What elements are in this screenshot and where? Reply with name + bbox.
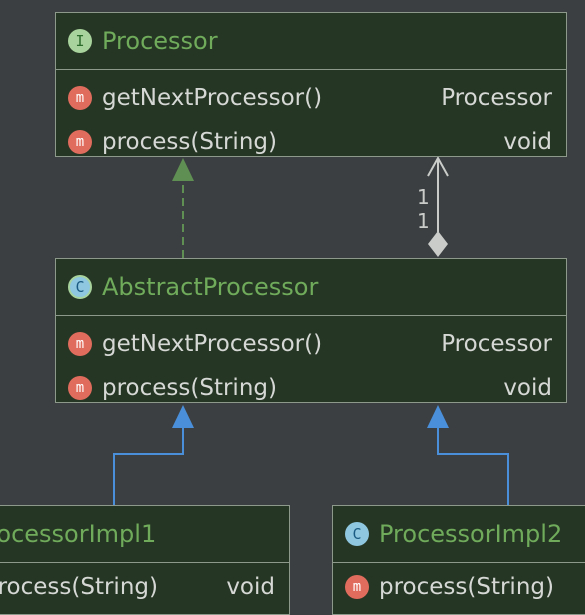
method-icon: m xyxy=(68,376,92,400)
member-type: Processor xyxy=(441,331,552,357)
member-row[interactable]: m process(String) xyxy=(333,565,585,609)
member-row[interactable]: process(String) void xyxy=(0,565,289,609)
member-name: getNextProcessor() xyxy=(102,331,323,357)
class-name: Processor xyxy=(102,27,218,55)
multiplicity-top: 1 xyxy=(417,185,430,209)
multiplicity-bottom: 1 xyxy=(417,209,430,233)
generalization-arrowhead-impl1 xyxy=(172,405,194,428)
member-row[interactable]: m process(String) void xyxy=(56,120,566,164)
member-type: Processor xyxy=(441,85,552,111)
class-name: AbstractProcessor xyxy=(102,273,319,301)
member-type: void xyxy=(503,375,552,401)
interface-icon: I xyxy=(68,29,92,53)
class-header: I Processor xyxy=(56,13,566,70)
class-processor-impl2[interactable]: C ProcessorImpl2 m process(String) xyxy=(332,505,585,615)
method-icon: m xyxy=(68,86,92,110)
member-name: process(String) xyxy=(379,574,554,600)
member-name: process(String) xyxy=(102,375,277,401)
member-row[interactable]: m process(String) void xyxy=(56,366,566,410)
member-name: getNextProcessor() xyxy=(102,85,323,111)
member-row[interactable]: m getNextProcessor() Processor xyxy=(56,322,566,366)
connector-layer xyxy=(113,155,509,505)
member-row[interactable]: m getNextProcessor() Processor xyxy=(56,76,566,120)
class-processor[interactable]: I Processor m getNextProcessor() Process… xyxy=(55,12,567,157)
class-abstract-processor[interactable]: C AbstractProcessor m getNextProcessor()… xyxy=(55,258,567,403)
abstract-class-icon: C xyxy=(68,275,92,299)
method-icon: m xyxy=(68,332,92,356)
method-icon: m xyxy=(345,575,369,599)
member-type: void xyxy=(226,574,275,600)
class-header: C ProcessorImpl2 xyxy=(333,506,585,563)
generalization-arrowhead-impl2 xyxy=(427,405,449,428)
member-name: process(String) xyxy=(0,574,158,600)
class-header: ProcessorImpl1 xyxy=(0,506,289,563)
member-type: void xyxy=(503,129,552,155)
class-icon: C xyxy=(345,522,369,546)
generalization-line-impl1 xyxy=(113,428,184,505)
association-arrowhead xyxy=(427,155,449,177)
class-processor-impl1[interactable]: ProcessorImpl1 process(String) void xyxy=(0,505,290,615)
class-name: ProcessorImpl2 xyxy=(379,520,563,548)
method-icon: m xyxy=(68,130,92,154)
aggregation-diamond xyxy=(428,231,448,257)
class-header: C AbstractProcessor xyxy=(56,259,566,316)
class-name: ProcessorImpl1 xyxy=(0,520,157,548)
member-name: process(String) xyxy=(102,129,277,155)
generalization-line-impl2 xyxy=(437,428,509,505)
realization-arrowhead xyxy=(172,158,194,181)
